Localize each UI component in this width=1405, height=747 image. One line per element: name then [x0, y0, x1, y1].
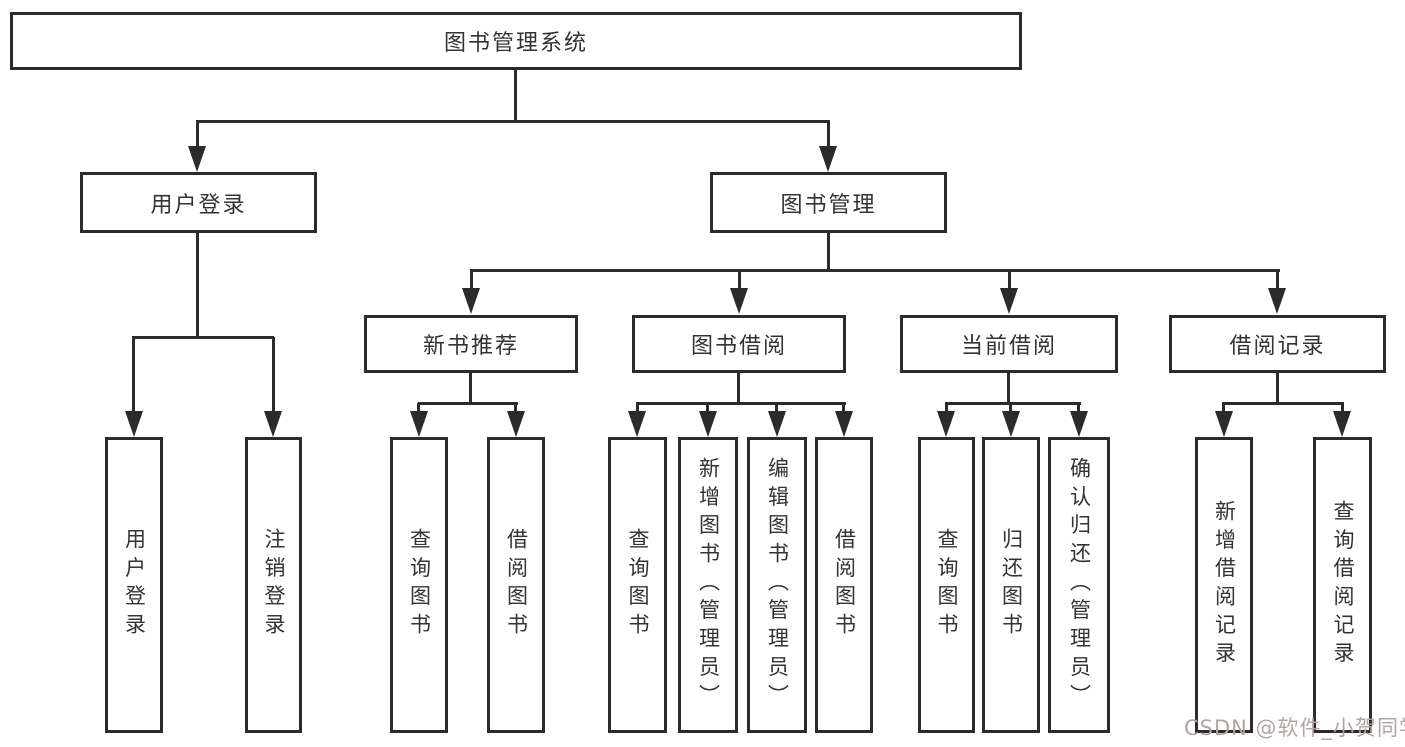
connector-module-drop — [1008, 270, 1011, 290]
leaf-label: 查询借阅记录 — [1331, 499, 1355, 671]
node-book-management: 图书管理 — [710, 172, 947, 233]
leaf-return-books: 归还图书 — [982, 437, 1040, 733]
connector-level2-branch — [196, 120, 830, 123]
arrowhead-down-icon — [125, 411, 143, 437]
connector-user-login-stem — [196, 233, 199, 339]
leaf-label: 用户登录 — [122, 528, 147, 642]
connector-leaf-drop — [706, 403, 709, 415]
leaf-add-books-admin: 新增图书（管理员） — [678, 437, 738, 733]
connector-leaf-drop — [842, 403, 845, 415]
leaf-label: 查询图书 — [407, 528, 432, 642]
leaf-label: 查询图书 — [626, 528, 650, 642]
arrowhead-down-icon — [1268, 288, 1286, 314]
connector-modules-branch — [470, 269, 1280, 272]
connector-borrow-records-stem — [1276, 373, 1279, 405]
arrowhead-down-icon — [1002, 411, 1020, 437]
connector-leaf-drop — [636, 403, 639, 415]
leaf-label: 新增图书（管理员） — [696, 457, 721, 713]
leaf-label: 借阅图书 — [504, 528, 529, 642]
arrowhead-down-icon — [699, 411, 717, 437]
node-user-login: 用户登录 — [80, 172, 317, 233]
node-new-book-recommendation: 新书推荐 — [364, 315, 578, 373]
leaf-label: 新增借阅记录 — [1212, 499, 1237, 671]
arrowhead-down-icon — [730, 288, 748, 314]
leaf-label: 注销登录 — [262, 528, 286, 642]
arrowhead-down-icon — [937, 411, 955, 437]
connector-leaf-drop — [132, 337, 135, 415]
connector-user-login-drop — [196, 120, 199, 150]
arrowhead-down-icon — [628, 411, 646, 437]
connector-book-borrow-stem — [737, 373, 740, 405]
node-library-management-system: 图书管理系统 — [10, 12, 1022, 70]
arrowhead-down-icon — [1215, 411, 1233, 437]
arrowhead-down-icon — [410, 411, 428, 437]
connector-leaf-drop — [1077, 403, 1080, 415]
connector-book-management-drop — [827, 120, 830, 150]
leaf-label: 确认归还（管理员） — [1067, 457, 1092, 713]
arrowhead-down-icon — [819, 146, 837, 172]
node-label: 借阅记录 — [1229, 334, 1326, 359]
node-borrowing-records: 借阅记录 — [1169, 315, 1386, 373]
node-label: 新书推荐 — [422, 334, 519, 359]
csdn-watermark: CSDN @软件_小贺同学 — [1184, 716, 1405, 740]
connector-module-drop — [1276, 270, 1279, 290]
arrowhead-down-icon — [507, 411, 525, 437]
node-current-borrowing: 当前借阅 — [900, 315, 1118, 373]
connector-leaf-drop — [514, 403, 517, 415]
node-label: 图书管理 — [780, 192, 877, 218]
node-label: 用户登录 — [150, 192, 247, 218]
leaf-logout: 注销登录 — [245, 437, 302, 733]
connector-leaf-drop — [1009, 403, 1012, 415]
connector-leaf-drop — [1341, 403, 1344, 415]
connector-current-borrow-stem — [1007, 373, 1010, 405]
leaf-query-books-current: 查询图书 — [918, 437, 975, 733]
connector-leaf-drop — [272, 337, 275, 415]
connector-book-borrow-children-branch — [636, 402, 846, 405]
leaf-label: 编辑图书（管理员） — [765, 457, 790, 713]
arrowhead-down-icon — [264, 411, 282, 437]
leaf-borrow-books-newbook: 借阅图书 — [487, 437, 545, 733]
connector-leaf-drop — [945, 403, 948, 415]
leaf-label: 归还图书 — [999, 528, 1024, 642]
connector-user-login-children-branch — [132, 336, 274, 339]
connector-borrow-records-children-branch — [1222, 402, 1344, 405]
connector-module-drop — [738, 270, 741, 290]
arrowhead-down-icon — [1070, 411, 1088, 437]
arrowhead-down-icon — [835, 411, 853, 437]
leaf-borrow-books-borrowing: 借阅图书 — [815, 437, 873, 733]
arrowhead-down-icon — [768, 411, 786, 437]
node-label: 当前借阅 — [960, 334, 1057, 359]
connector-book-management-stem — [827, 233, 830, 272]
leaf-label: 查询图书 — [935, 528, 959, 642]
leaf-query-books-newbook: 查询图书 — [390, 437, 448, 733]
arrowhead-down-icon — [462, 288, 480, 314]
node-book-borrowing: 图书借阅 — [632, 315, 846, 373]
node-label: 图书管理系统 — [443, 31, 588, 56]
arrowhead-down-icon — [188, 146, 206, 172]
arrowhead-down-icon — [1000, 288, 1018, 314]
connector-current-borrow-children-branch — [945, 402, 1081, 405]
connector-new-book-children-branch — [418, 402, 518, 405]
connector-root-stem — [514, 70, 517, 123]
leaf-user-login: 用户登录 — [105, 437, 163, 733]
connector-module-drop — [470, 270, 473, 290]
leaf-edit-books-admin: 编辑图书（管理员） — [747, 437, 807, 733]
connector-leaf-drop — [775, 403, 778, 415]
node-label: 图书借阅 — [690, 334, 787, 359]
connector-leaf-drop — [1222, 403, 1225, 415]
leaf-query-borrow-record: 查询借阅记录 — [1313, 437, 1372, 733]
connector-leaf-drop — [417, 403, 420, 415]
leaf-confirm-return-admin: 确认归还（管理员） — [1048, 437, 1110, 733]
leaf-label: 借阅图书 — [832, 528, 857, 642]
arrowhead-down-icon — [1333, 411, 1351, 437]
leaf-add-borrow-record: 新增借阅记录 — [1195, 437, 1253, 733]
connector-new-book-stem — [469, 373, 472, 405]
leaf-query-books-borrowing: 查询图书 — [608, 437, 667, 733]
